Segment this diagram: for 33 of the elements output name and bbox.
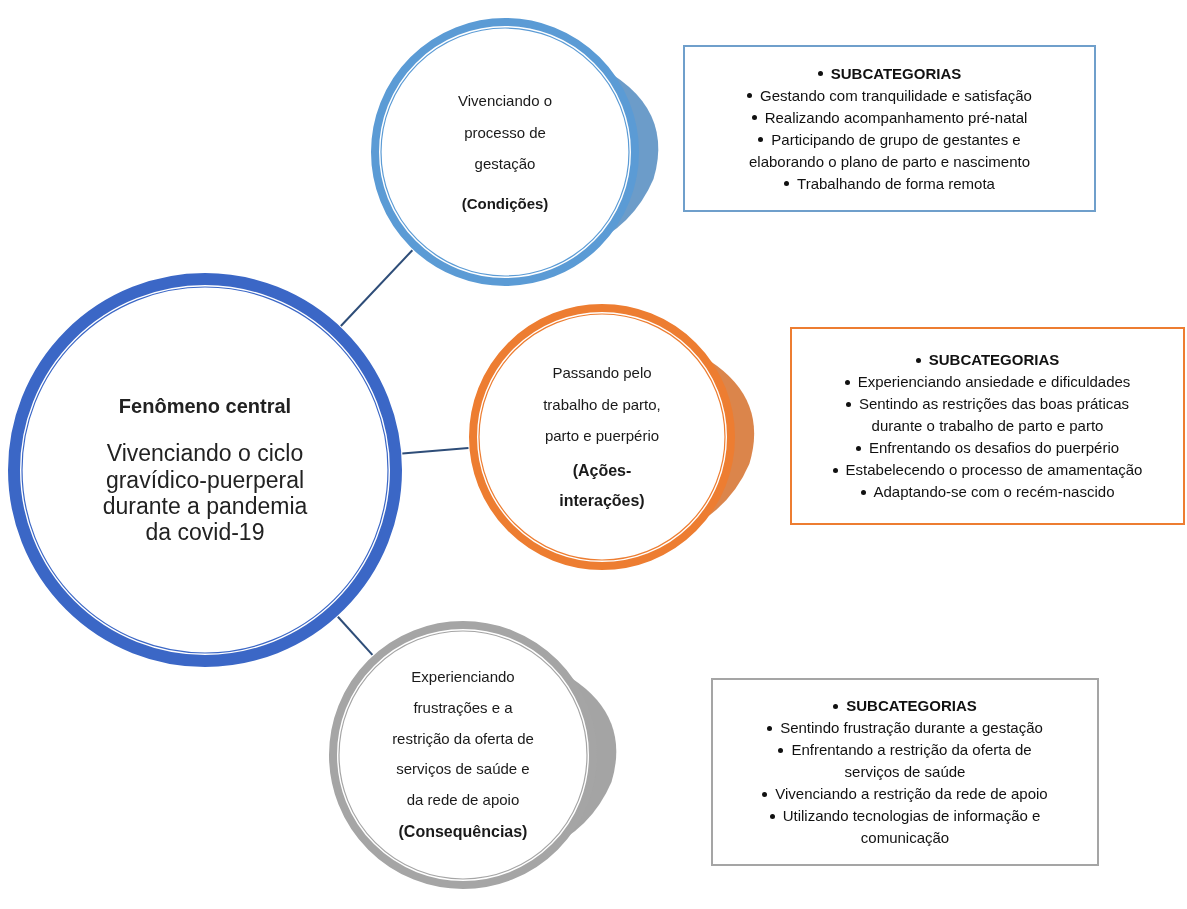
list-heading: SUBCATEGORIAS xyxy=(915,349,1060,371)
list-item: Sentindo as restrições das boas práticas durante o trabalho de parto e parto xyxy=(829,393,1146,437)
category-circle xyxy=(370,17,640,287)
list-item: Trabalhando de forma remota xyxy=(784,172,995,195)
circle-text: Vivenciando o processo de gestação xyxy=(457,91,553,174)
list-item: Participando de grupo de gestantes e elaborando o plano de parto e nascimento xyxy=(728,128,1051,173)
list-item: Adaptando-se com o recém-nascido xyxy=(860,481,1115,503)
list-item: Vivenciando a restrição da rede de apoio xyxy=(762,783,1048,805)
list-heading: SUBCATEGORIAS xyxy=(833,695,977,717)
category-circle xyxy=(468,303,736,571)
list-item: Experienciando ansiedade e dificuldades xyxy=(844,371,1131,393)
circle-text: Experienciando frustrações e a restrição da oferta de serviços de saúde e da rede de apoio xyxy=(391,667,535,811)
subcategory-box xyxy=(790,327,1185,525)
connector-line xyxy=(336,615,374,656)
list-item: Utilizando tecnologias de informação e comunicação xyxy=(759,805,1051,849)
connector-line xyxy=(339,249,414,327)
subcategory-box xyxy=(711,678,1099,866)
subcategory-box xyxy=(683,45,1096,212)
central-circle xyxy=(7,272,403,668)
list-item: Sentindo frustração durante a gestação xyxy=(767,717,1043,739)
category-label: (Ações- interações) xyxy=(558,460,646,512)
list-item: Enfrentando os desafios do puerpério xyxy=(855,437,1120,459)
list-item: Realizando acompanhamento pré-natal xyxy=(751,106,1028,129)
circle-text: Passando pelo trabalho de parto, parto e puerpério xyxy=(542,363,662,447)
connector-line xyxy=(401,447,470,455)
list-item: Enfrentando a restrição da oferta de serviços de saúde xyxy=(759,739,1051,783)
list-item: Estabelecendo o processo de amamentação xyxy=(832,459,1143,481)
category-label: (Consequências) xyxy=(397,821,529,842)
category-label: (Condições) xyxy=(460,193,550,214)
list-item: Gestando com tranquilidade e satisfação xyxy=(747,84,1032,107)
list-heading: SUBCATEGORIAS xyxy=(817,62,962,85)
circle-heading: Fenômeno central xyxy=(117,394,293,419)
circle-text: Vivenciando o ciclo gravídico-puerperal durante a pandemia da covid-19 xyxy=(101,440,309,546)
